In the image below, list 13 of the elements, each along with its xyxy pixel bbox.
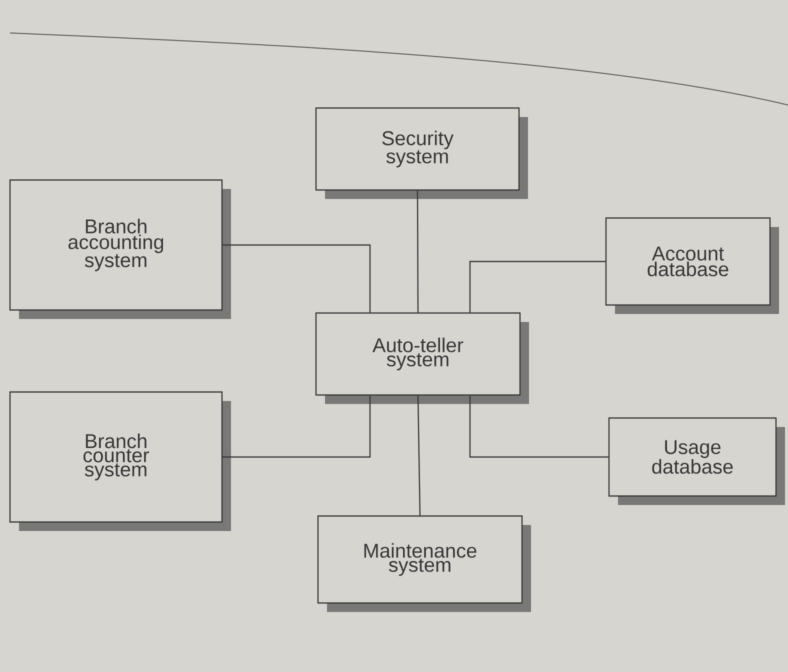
connector-line — [416, 190, 419, 312]
system-box: Usage database — [608, 417, 785, 505]
connector-line — [417, 396, 421, 516]
connector-line — [469, 260, 606, 312]
system-box: Branch accounting system — [9, 179, 231, 319]
system-box: Branch counter system — [9, 391, 231, 531]
system-box: Account database — [605, 217, 779, 314]
system-box: Maintenance system — [317, 515, 531, 612]
connector-line — [222, 396, 371, 458]
system-box: Auto-teller system — [315, 312, 529, 404]
system-box: Security system — [315, 107, 528, 199]
connector-line — [222, 244, 371, 312]
connector-line — [469, 396, 608, 458]
